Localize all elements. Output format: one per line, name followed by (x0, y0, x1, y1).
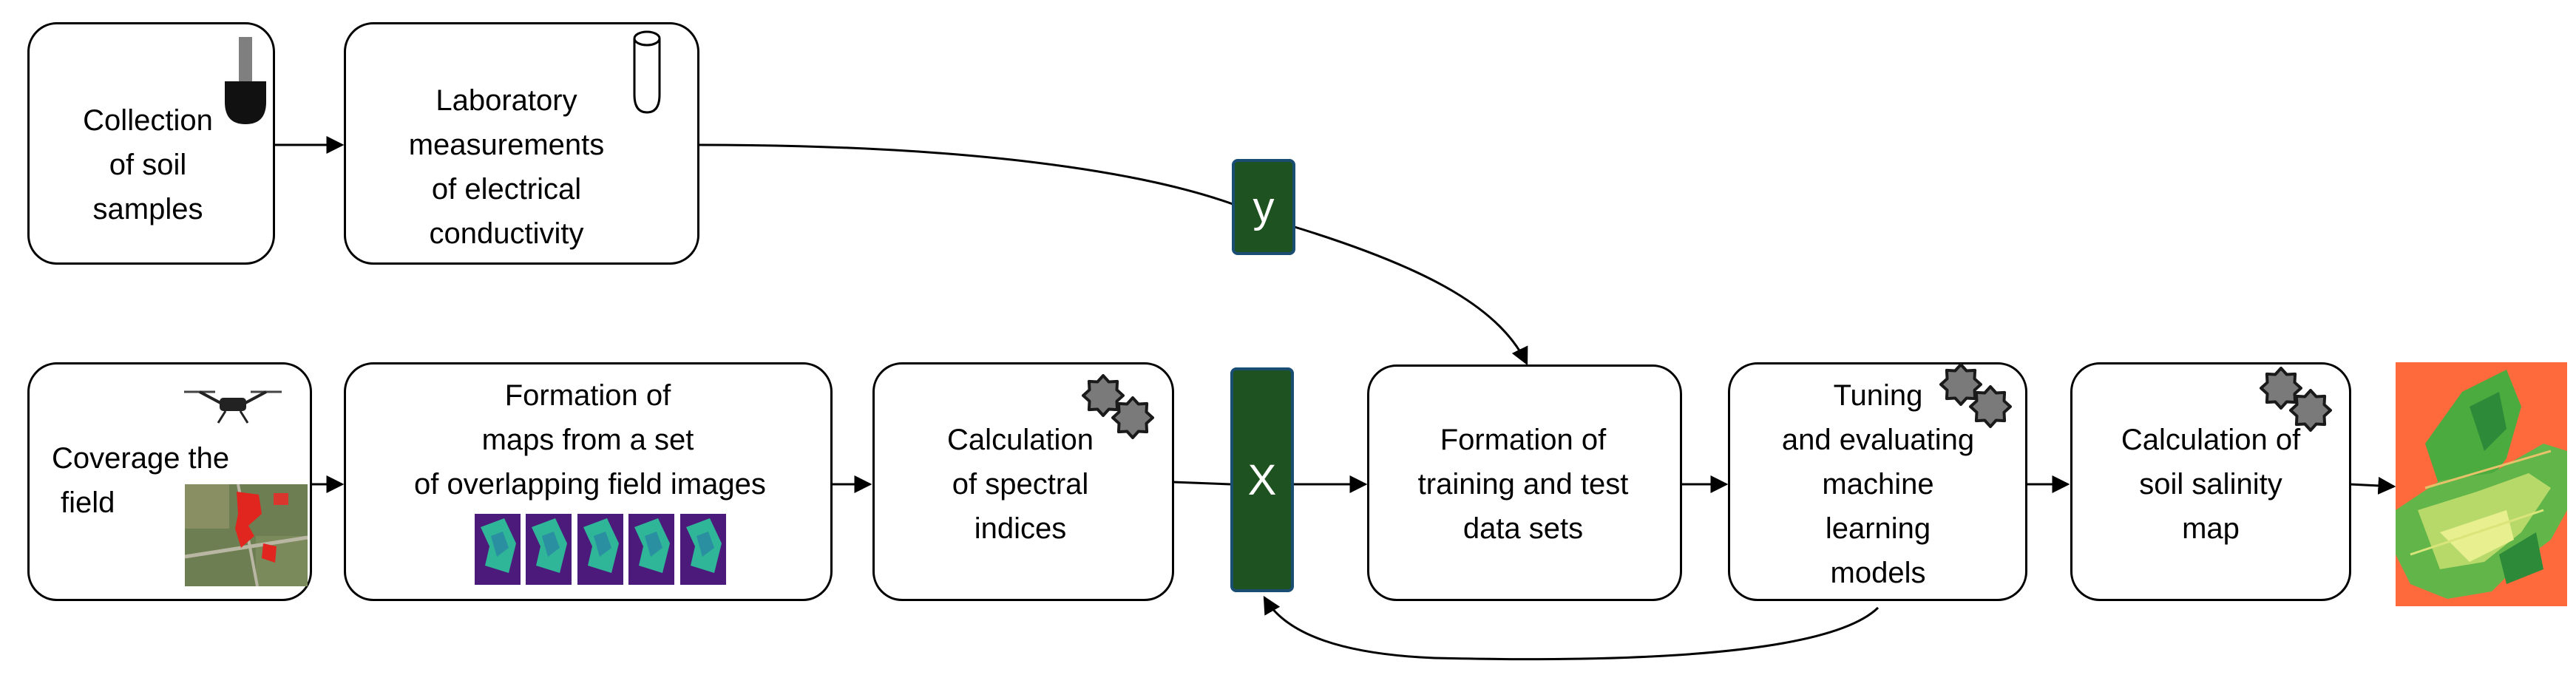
step-training-label: Formation of training and test data sets (1390, 418, 1656, 551)
arrow-tuning-back-to-x (1263, 595, 1880, 661)
gears-icon (2260, 367, 2332, 432)
gear-shape (1939, 363, 1982, 406)
variable-y: y (1232, 159, 1295, 255)
step-spectral-line: Calculation (947, 424, 1094, 456)
step-collection (27, 22, 275, 265)
step-spectral-label: Calculation of spectral indices (917, 418, 1124, 551)
variable-x: X (1230, 367, 1294, 592)
gears-icon (1939, 363, 2012, 428)
arrow-laboratory-to-y (697, 143, 1236, 206)
step-laboratory-line: Laboratory (435, 84, 577, 117)
field-photo-thumbnail (185, 484, 308, 586)
step-tuning-line: models (1830, 557, 1926, 589)
step-tuning-label: Tuning and evaluating machine learning m… (1760, 373, 1996, 595)
step-tuning-line: learning (1825, 512, 1931, 545)
step-training-line: Formation of (1440, 424, 1607, 456)
gear-shape (1082, 374, 1125, 417)
step-tuning-line: and evaluating (1781, 424, 1975, 456)
step-coverage (27, 362, 312, 601)
step-spectral-line: indices (974, 512, 1067, 545)
step-formation-maps-label: Formation of maps from a set of overlapp… (414, 373, 766, 506)
step-coverage-line: Coverage the (52, 442, 230, 475)
step-laboratory-line: measurements (408, 129, 605, 161)
step-training-line: data sets (1462, 512, 1584, 545)
variable-y-label: y (1253, 183, 1275, 231)
step-collection-line: samples (92, 193, 203, 225)
multispectral-image-strip (475, 514, 726, 585)
variable-x-label: X (1247, 455, 1277, 504)
test-tube-icon (633, 30, 661, 114)
step-formation-maps-line: of overlapping field images (414, 468, 766, 501)
step-coverage-line: field (61, 486, 115, 519)
step-laboratory-label: Laboratory measurements of electrical co… (366, 78, 647, 256)
step-tuning-line: Tuning (1833, 379, 1923, 412)
arrow-salinity-to-map (2349, 476, 2396, 495)
step-salinity-line: soil salinity (2139, 468, 2282, 501)
shovel-icon (225, 37, 266, 124)
step-salinity-line: map (2182, 512, 2240, 545)
step-salinity-line: Calculation of (2121, 424, 2301, 456)
gear-shape (1969, 385, 2012, 428)
step-salinity-label: Calculation of soil salinity map (2092, 418, 2329, 551)
step-collection-line: of soil (109, 149, 187, 181)
step-spectral-line: of spectral (952, 468, 1089, 501)
drone-icon (184, 390, 282, 424)
step-training (1367, 364, 1682, 601)
step-laboratory-line: of electrical (431, 173, 582, 206)
step-spectral (872, 362, 1174, 601)
step-formation-maps-line: maps from a set (481, 424, 694, 456)
gears-icon (1082, 374, 1154, 439)
step-coverage-label: Coverage the field (52, 436, 266, 525)
step-collection-line: Collection (83, 104, 213, 137)
step-laboratory-line: conductivity (429, 217, 584, 250)
arrow-spectral-to-x (1172, 481, 1231, 486)
gear-shape (1111, 396, 1154, 439)
step-formation-maps-line: Formation of (504, 379, 671, 412)
step-tuning-line: machine (1822, 468, 1934, 501)
step-training-line: training and test (1417, 468, 1629, 501)
arrow-y-to-training (1294, 225, 1528, 366)
salinity-map-image (2396, 362, 2567, 606)
step-collection-label: Collection of soil samples (44, 98, 251, 231)
gear-shape (2260, 367, 2302, 410)
gear-shape (2289, 389, 2332, 432)
